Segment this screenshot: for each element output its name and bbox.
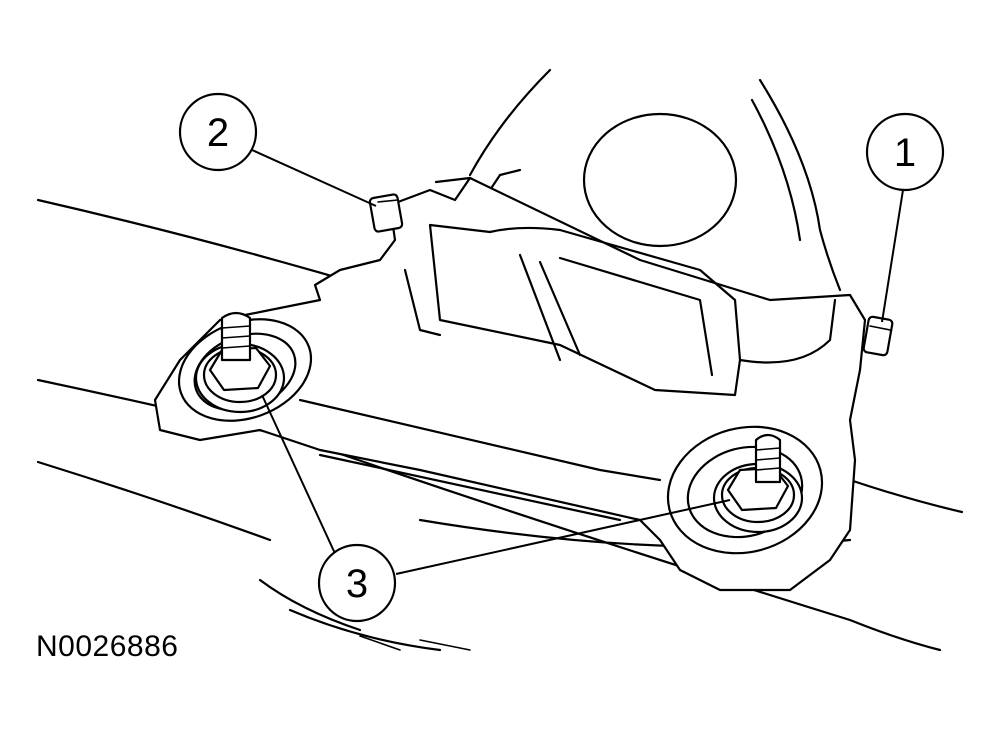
mount-upper-arm <box>434 68 842 292</box>
bolt-right <box>862 315 894 357</box>
callout-1: 1 <box>865 112 945 192</box>
leader-1 <box>881 189 904 323</box>
leader-lines <box>251 149 904 575</box>
stud-nut-right <box>712 433 804 534</box>
callout-3: 3 <box>317 543 397 623</box>
callout-2: 2 <box>178 92 258 172</box>
leader-3a <box>261 394 339 561</box>
callout-1-label: 1 <box>894 131 916 175</box>
bolt-left <box>368 193 404 233</box>
leader-2 <box>251 149 377 207</box>
callout-2-label: 2 <box>207 111 229 155</box>
figure-id: N0026886 <box>36 630 179 663</box>
callout-3-label: 3 <box>346 562 368 606</box>
leader-3b <box>395 499 731 575</box>
